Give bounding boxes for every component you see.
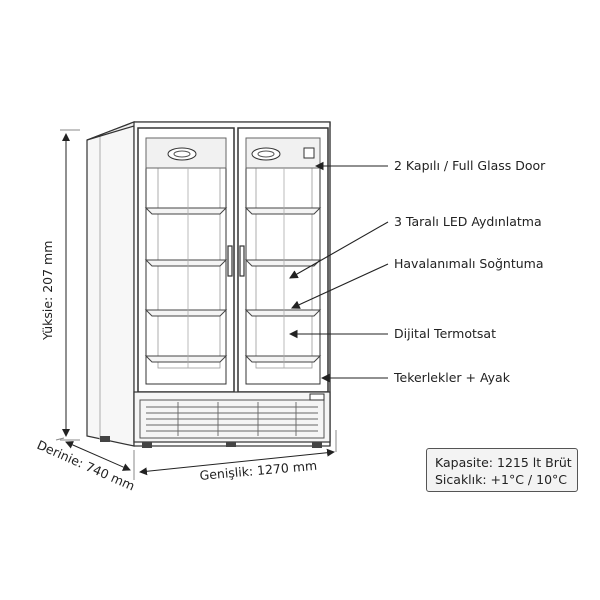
arrow-led (289, 221, 389, 279)
callout-wheels: Tekerlekler + Ayak (393, 370, 511, 385)
width-dimension (133, 430, 337, 480)
callout-thermostat: Dijital Termotsat (394, 326, 496, 341)
arrow-cooling (291, 263, 389, 309)
right-door (237, 127, 329, 393)
temperature-text: Sicaklık: +1°C / 10°C (435, 472, 567, 487)
width-label: Genişlik: 1270 mm (199, 458, 318, 483)
callout-arrows (288, 161, 389, 383)
callout-led: 3 Taralı LED Aydınlatma (394, 214, 542, 229)
callout-labels: 2 Kapılı / Full Glass Door 3 Taralı LED … (393, 158, 546, 385)
depth-label: Derinie: 740 mm (35, 437, 137, 494)
spec-box: Kapasite: 1215 lt Brüt Sicaklık: +1°C / … (426, 448, 578, 492)
door-handles (227, 245, 245, 277)
height-dimension (60, 129, 80, 441)
right-door-shelves (244, 207, 322, 363)
height-label: Yüksie: 207 mm (40, 241, 55, 341)
capacity-text: Kapasite: 1215 lt Brüt (435, 455, 572, 470)
left-door (137, 127, 235, 393)
base-grille (133, 391, 331, 443)
callout-cooling: Havalanımalı Soğntuma (394, 256, 544, 271)
left-door-shelves (144, 207, 228, 363)
callout-doors: 2 Kapılı / Full Glass Door (394, 158, 546, 173)
feet (100, 436, 322, 448)
depth-dimension (55, 437, 131, 471)
